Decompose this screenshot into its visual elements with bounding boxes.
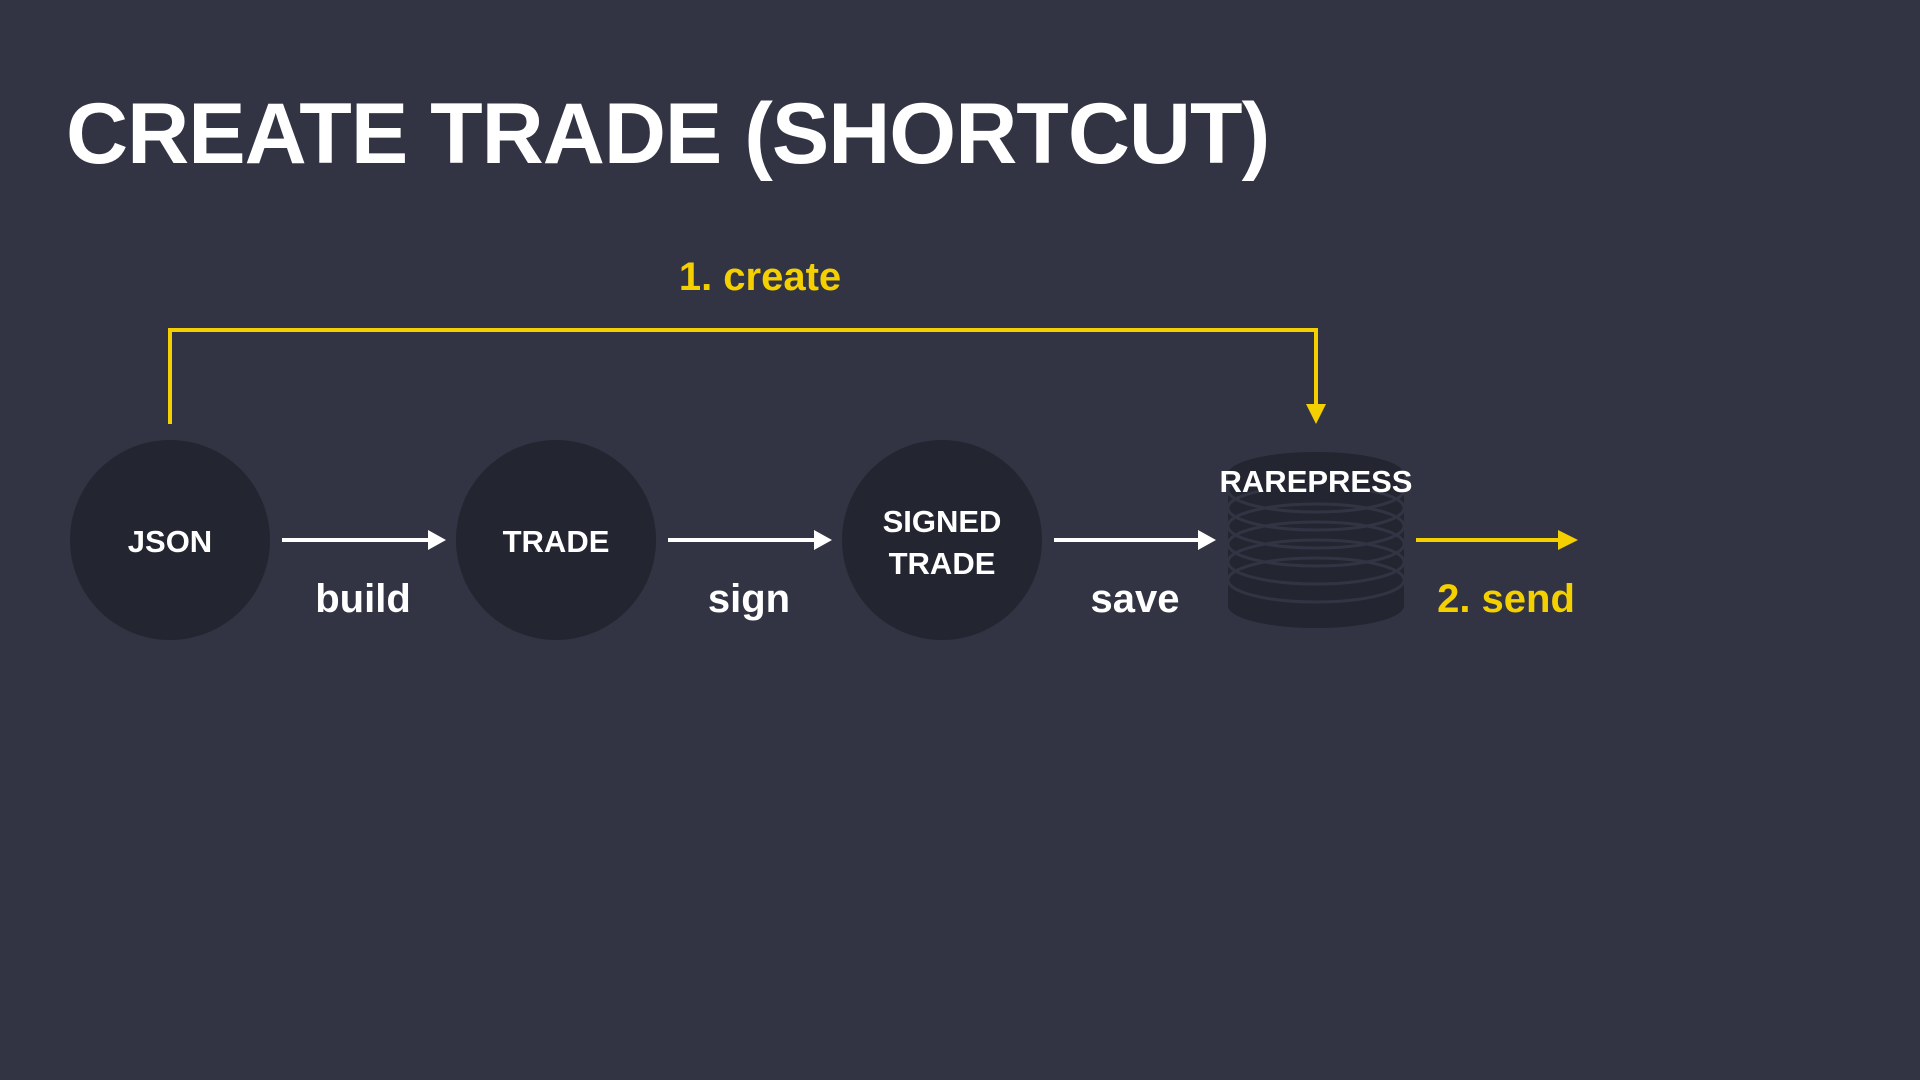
- node-json: JSON: [70, 440, 270, 640]
- edge-create: 1. create: [168, 255, 1326, 424]
- node-json-label: JSON: [128, 524, 212, 559]
- node-signed-trade-label-line1: SIGNED: [883, 504, 1002, 539]
- arrowhead-icon: [1306, 404, 1326, 424]
- arrowhead-icon: [814, 530, 832, 550]
- edge-create-label: 1. create: [679, 255, 841, 299]
- node-trade-label: TRADE: [503, 524, 610, 559]
- node-rarepress-label: RAREPRESS: [1220, 464, 1413, 499]
- arrowhead-icon: [428, 530, 446, 550]
- edge-build: build: [282, 530, 446, 621]
- node-signed-trade-label-line2: TRADE: [889, 546, 996, 581]
- edge-save-label: save: [1091, 577, 1180, 621]
- edge-send: 2. send: [1416, 530, 1578, 621]
- edge-sign: sign: [668, 530, 832, 621]
- slide-title: CREATE TRADE (SHORTCUT): [66, 86, 1270, 182]
- edge-sign-label: sign: [708, 577, 790, 621]
- arrowhead-icon: [1558, 530, 1578, 550]
- arrowhead-icon: [1198, 530, 1216, 550]
- edge-save: save: [1054, 530, 1216, 621]
- node-signed-trade: SIGNED TRADE: [842, 440, 1042, 640]
- edge-build-label: build: [315, 577, 411, 621]
- edge-send-label: 2. send: [1437, 577, 1575, 621]
- node-rarepress: RAREPRESS: [1220, 452, 1413, 628]
- node-trade: TRADE: [456, 440, 656, 640]
- database-stack-icon: [1226, 452, 1406, 628]
